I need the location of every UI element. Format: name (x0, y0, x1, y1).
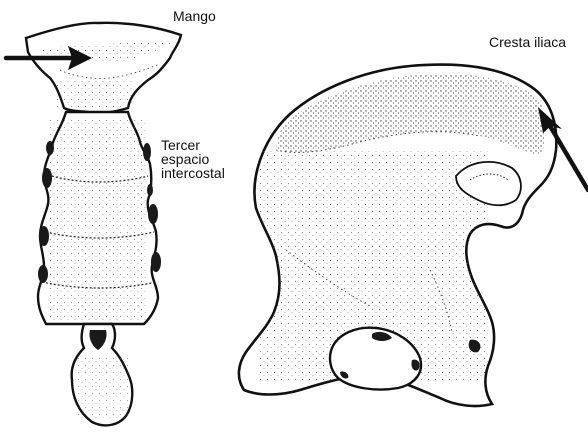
ilium (239, 65, 556, 406)
label-line-2: espacio (161, 152, 225, 166)
sternum (26, 23, 181, 426)
label-line-3: intercostal (161, 166, 225, 180)
label-cresta-iliaca: Cresta iliaca (489, 35, 566, 49)
label-tercer-espacio-intercostal: Tercer espacio intercostal (161, 138, 225, 180)
label-mango: Mango (173, 9, 216, 23)
label-line-1: Tercer (161, 138, 225, 152)
